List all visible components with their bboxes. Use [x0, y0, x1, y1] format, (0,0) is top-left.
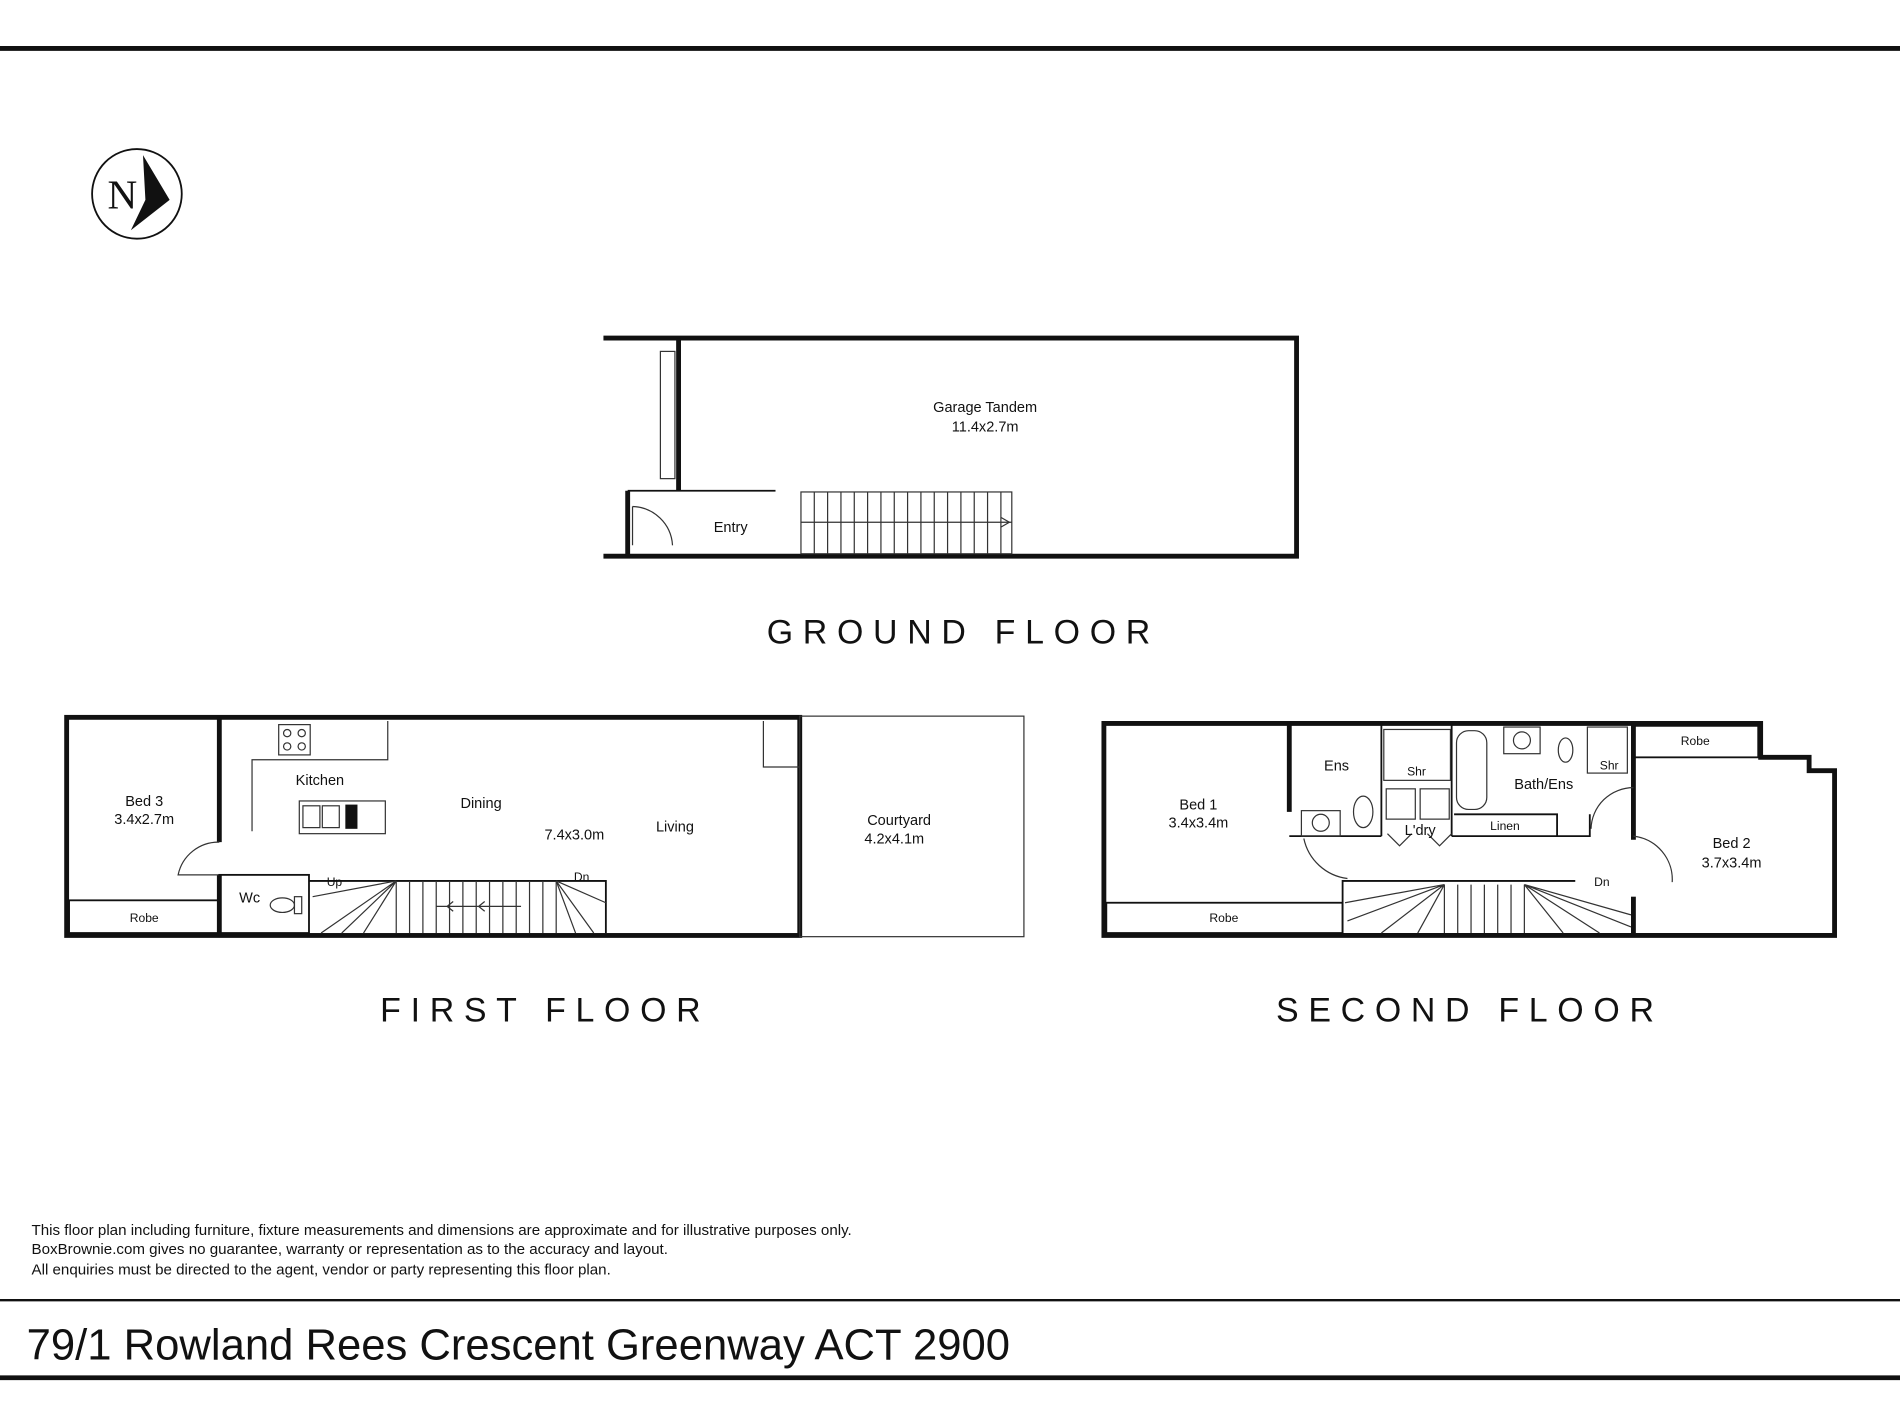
courtyard	[799, 715, 1025, 938]
bed2-label: Bed 2	[1713, 836, 1751, 852]
shower-label: Shr	[1600, 758, 1619, 772]
entry-label: Entry	[714, 520, 749, 536]
ground-floor-plan: Garage Tandem 11.4x2.7m Entry	[603, 335, 1299, 559]
cooktop-icon	[278, 724, 311, 756]
ground-floor-title: GROUND FLOOR	[767, 613, 1160, 651]
living-size: 7.4x3.0m	[544, 828, 604, 844]
north-label: N	[108, 171, 138, 217]
courtyard-size: 4.2x4.1m	[864, 831, 924, 847]
garage-size: 11.4x2.7m	[952, 419, 1019, 435]
property-address: 79/1 Rowland Rees Crescent Greenway ACT …	[27, 1322, 1010, 1370]
shower-label: Shr	[1407, 765, 1426, 779]
garage-door	[659, 350, 676, 480]
wc-label: Wc	[239, 891, 260, 907]
stairs	[1341, 880, 1632, 934]
second-floor-title: SECOND FLOOR	[1276, 991, 1664, 1029]
bed3-label: Bed 3	[125, 794, 163, 810]
toilet-icon	[269, 896, 303, 915]
stairs	[308, 880, 607, 934]
stairs	[800, 491, 1013, 555]
garage-label: Garage Tandem	[933, 400, 1037, 416]
living-label: Living	[656, 819, 694, 835]
bed1-label: Bed 1	[1179, 797, 1217, 813]
first-floor-plan: Bed 3 3.4x2.7m Robe Kitchen Dining 7.4x3…	[64, 714, 1025, 938]
stairs-up-label: Up	[327, 875, 343, 889]
courtyard-label: Courtyard	[867, 813, 931, 829]
stairs-down-label: Dn	[574, 870, 589, 884]
ens-label: Ens	[1324, 759, 1349, 775]
bed3-size: 3.4x2.7m	[114, 812, 174, 828]
disclaimer-line: All enquiries must be directed to the ag…	[32, 1262, 611, 1279]
bed1-size: 3.4x3.4m	[1169, 816, 1229, 832]
north-arrow-icon: N	[91, 148, 183, 240]
kitchen-label: Kitchen	[296, 773, 344, 789]
bed2-size: 3.7x3.4m	[1702, 856, 1762, 872]
kitchen-island	[298, 800, 386, 835]
robe-label: Robe	[130, 911, 159, 925]
laundry-label: L'dry	[1405, 823, 1437, 839]
bath-ens-label: Bath/Ens	[1514, 777, 1573, 793]
robe-label: Robe	[1209, 911, 1238, 925]
disclaimer-line: BoxBrownie.com gives no guarantee, warra…	[32, 1241, 668, 1258]
second-floor-plan: Ens Shr Bath/Ens Shr Robe Bed 1 3.4x3.4m…	[1101, 720, 1837, 938]
stairs-down-label: Dn	[1594, 875, 1609, 889]
dining-label: Dining	[460, 796, 501, 812]
linen-label: Linen	[1490, 819, 1520, 833]
robe-label: Robe	[1681, 734, 1710, 748]
first-floor-title: FIRST FLOOR	[380, 991, 710, 1029]
disclaimer-line: This floor plan including furniture, fix…	[32, 1222, 852, 1239]
